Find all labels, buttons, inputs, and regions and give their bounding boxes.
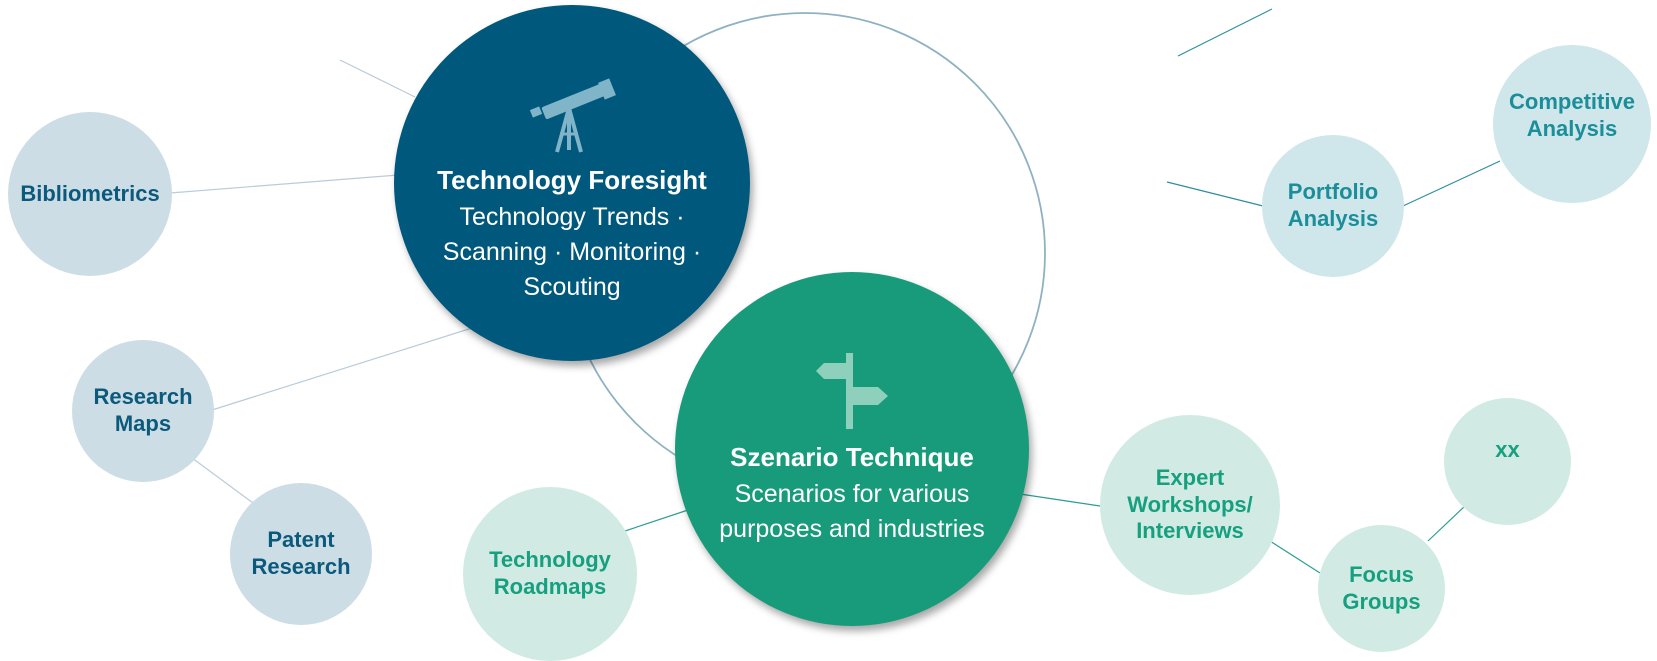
portfolio-analysis-label: Portfolio Analysis — [1288, 179, 1379, 233]
connector-xx — [1427, 504, 1467, 542]
portfolio-analysis-line-2: Analysis — [1287, 206, 1379, 231]
expert-workshops-label: Expert Workshops/ Interviews — [1127, 465, 1253, 545]
xx-label: xx — [1495, 437, 1520, 463]
patent-research-line-2: Research — [251, 554, 351, 579]
patent-research-node: Patent Research — [230, 483, 372, 625]
technology-roadmaps-node: Technology Roadmaps — [463, 487, 637, 661]
connector-top-left-stub — [339, 59, 416, 98]
expert-workshops-line-2: Workshops/ — [1127, 491, 1253, 517]
research-maps-node: Research Maps — [72, 340, 214, 482]
focus-groups-node: Focus Groups — [1318, 525, 1445, 652]
connector-patent-research — [187, 454, 254, 504]
technology-foresight-line-3: Scouting — [523, 272, 621, 301]
xx-node: xx — [1444, 398, 1571, 525]
expert-workshops-line-3: Interviews — [1136, 518, 1244, 544]
technology-roadmaps-line-1: Technology — [489, 547, 611, 573]
szenario-technique-node: Szenario Technique Scenarios for various… — [675, 272, 1029, 626]
technology-foresight-subtitle: Technology Trends · Scanning · Monitorin… — [443, 200, 701, 305]
signpost-icon — [814, 351, 890, 436]
focus-groups-line-2: Groups — [1342, 588, 1421, 614]
connector-portfolio-analysis — [1166, 181, 1264, 207]
technology-foresight-node: Technology Foresight Technology Trends ·… — [394, 5, 750, 361]
connector-competitive-analysis — [1402, 160, 1501, 207]
portfolio-analysis-line-1: Portfolio — [1287, 179, 1379, 205]
research-maps-line-2: Maps — [114, 411, 172, 436]
connector-technology-roadmaps — [621, 509, 689, 533]
szenario-technique-line-2: purposes and industries — [719, 515, 985, 543]
szenario-technique-title: Szenario Technique — [730, 442, 974, 472]
connector-top-right-stub — [1177, 8, 1273, 57]
research-maps-line-1: Research — [93, 384, 193, 410]
connector-focus-groups — [1269, 540, 1321, 574]
szenario-technique-line-1: Scenarios for various — [734, 480, 970, 508]
patent-research-label: Patent Research — [251, 527, 350, 581]
technology-foresight-line-1: Technology Trends · — [459, 202, 685, 231]
competitive-analysis-line-1: Competitive — [1509, 89, 1635, 115]
connector-research-maps — [211, 327, 473, 411]
competitive-analysis-node: Competitive Analysis — [1493, 45, 1651, 203]
technology-foresight-title: Technology Foresight — [437, 164, 707, 195]
expert-workshops-node: Expert Workshops/ Interviews — [1100, 415, 1280, 595]
telescope-icon — [527, 72, 617, 159]
technology-foresight-line-2: Scanning · Monitoring · — [442, 237, 702, 266]
portfolio-analysis-node: Portfolio Analysis — [1262, 135, 1404, 277]
szenario-technique-subtitle: Scenarios for various purposes and indus… — [719, 477, 984, 547]
bibliometrics-label: Bibliometrics — [20, 180, 160, 206]
technology-roadmaps-label: Technology Roadmaps — [489, 547, 611, 601]
patent-research-line-1: Patent — [267, 527, 335, 553]
connector-expert-workshops — [1019, 493, 1101, 507]
technology-roadmaps-line-2: Roadmaps — [493, 574, 607, 599]
competitive-analysis-line-2: Analysis — [1526, 116, 1618, 141]
research-maps-label: Research Maps — [93, 384, 192, 438]
connector-bibliometrics — [169, 174, 399, 194]
expert-workshops-line-1: Expert — [1155, 464, 1225, 490]
competitive-analysis-label: Competitive Analysis — [1509, 89, 1635, 143]
focus-groups-label: Focus Groups — [1342, 562, 1420, 616]
focus-groups-line-1: Focus — [1349, 561, 1414, 587]
bibliometrics-node: Bibliometrics — [8, 112, 172, 276]
